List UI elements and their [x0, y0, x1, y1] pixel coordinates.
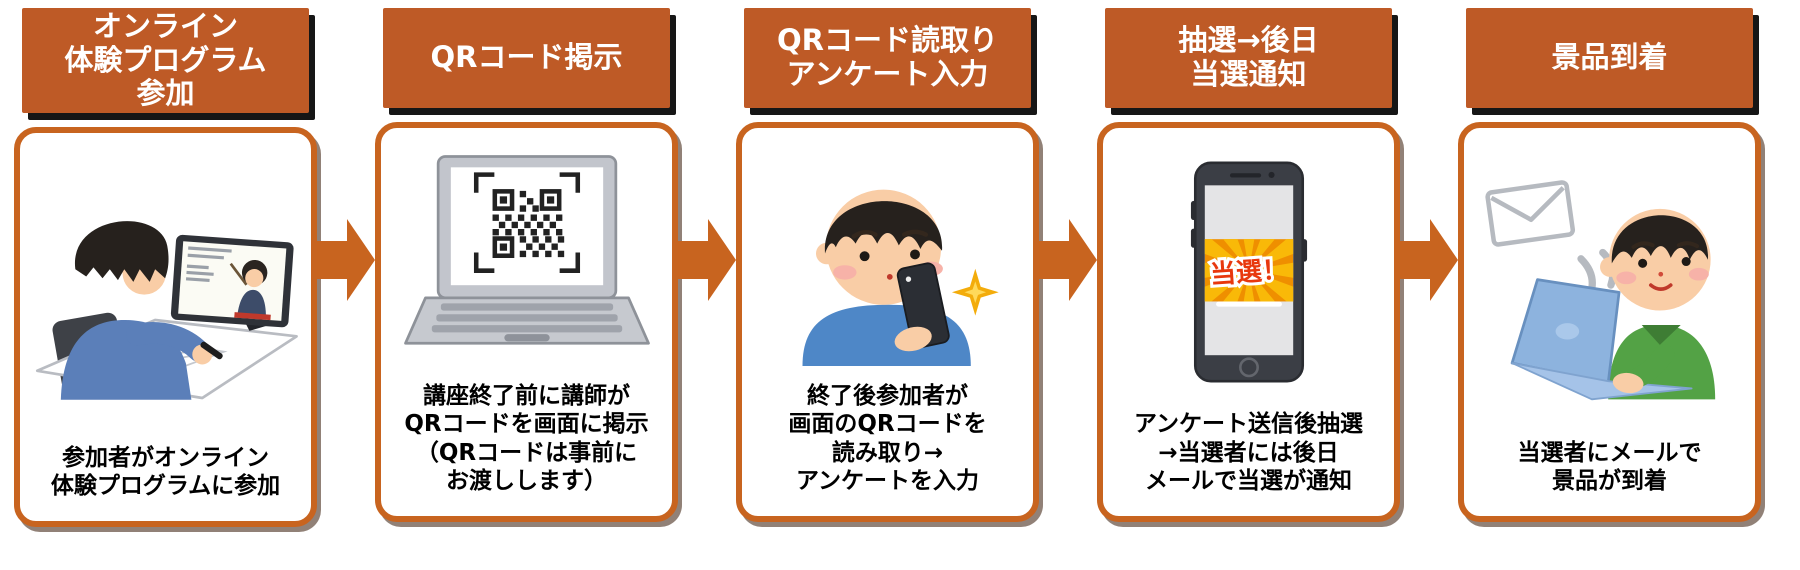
flow-step-5: 景品到着 [1458, 6, 1761, 522]
step-caption: アンケート送信後抽選 →当選者には後日 メールで当選が通知 [1133, 411, 1364, 495]
step-header-label: QRコード読取り アンケート入力 [777, 23, 998, 91]
step-box: 参加者がオンライン 体験プログラムに参加 [14, 126, 317, 527]
prize-email-illustration [1470, 134, 1749, 439]
step-caption: 講座終了前に講師が QRコードを画面に掲示 （QRコードは事前に お渡しします） [404, 382, 649, 495]
step-header-label: 景品到着 [1551, 40, 1668, 75]
step-header: 抽選→後日 当選通知 [1105, 8, 1392, 108]
step-header: 景品到着 [1466, 8, 1753, 108]
step-box: 当選者にメールで 景品が到着 [1458, 122, 1761, 522]
winning-notification-phone-illustration: 当選！ [1109, 134, 1388, 410]
win-badge-text: 当選！ [1209, 255, 1289, 290]
step-header: オンライン 体験プログラム 参加 [22, 8, 309, 113]
step-header: QRコード掲示 [383, 8, 670, 108]
online-class-illustration [26, 139, 305, 444]
flow-step-4: 抽選→後日 当選通知 [1097, 6, 1400, 522]
step-caption: 終了後参加者が 画面のQRコードを 読み取り→ アンケートを入力 [788, 382, 987, 495]
step-header-label: オンライン 体験プログラム 参加 [64, 9, 267, 111]
flow-step-2: QRコード掲示 講座終了前に講師が QR [375, 6, 678, 522]
step-box: 講座終了前に講師が QRコードを画面に掲示 （QRコードは事前に お渡しします） [375, 122, 678, 522]
smartphone-scan-icon [802, 189, 999, 366]
step-box: 当選！ アンケート送信後抽選 →当選者には後日 メールで当選が通知 [1097, 122, 1400, 522]
step-header-label: 抽選→後日 当選通知 [1178, 23, 1319, 91]
qr-code-laptop-illustration [387, 134, 666, 382]
flow-arrow-icon [317, 219, 375, 301]
winning-phone-icon: 当選！ [1190, 161, 1307, 383]
step-header: QRコード読取り アンケート入力 [744, 8, 1031, 108]
smartphone-scan-illustration [748, 134, 1027, 382]
online-class-icon [35, 221, 298, 401]
step-caption: 当選者にメールで 景品が到着 [1517, 439, 1702, 495]
qr-code-laptop-icon [403, 155, 650, 345]
flow-arrow-icon [678, 219, 736, 301]
step-header-label: QRコード掲示 [430, 40, 623, 75]
process-flow: オンライン 体験プログラム 参加 [14, 6, 1761, 527]
flow-step-3: QRコード読取り アンケート入力 [736, 6, 1039, 522]
flow-step-1: オンライン 体験プログラム 参加 [14, 6, 317, 527]
step-caption: 参加者がオンライン 体験プログラムに参加 [50, 444, 281, 500]
flow-arrow-icon [1039, 219, 1097, 301]
step-box: 終了後参加者が 画面のQRコードを 読み取り→ アンケートを入力 [736, 122, 1039, 522]
prize-email-icon [1484, 180, 1715, 401]
flow-arrow-icon [1400, 219, 1458, 301]
